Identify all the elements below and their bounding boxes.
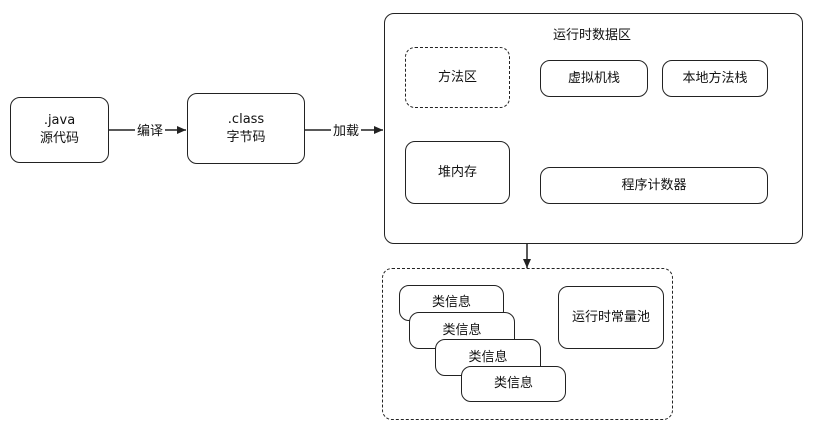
- vm-stack-label: 虚拟机栈: [567, 70, 620, 86]
- heap-node: 堆内存: [405, 141, 510, 204]
- bytecode-node: .class 字节码: [187, 93, 305, 164]
- vm-stack-node: 虚拟机栈: [540, 60, 648, 97]
- runtime-data-area-title: 运行时数据区: [553, 28, 632, 43]
- source-code-label: 源代码: [39, 131, 79, 146]
- method-area-node: 方法区: [405, 47, 510, 108]
- program-counter-node: 程序计数器: [540, 167, 768, 204]
- heap-label: 堆内存: [437, 164, 477, 180]
- class-info-card: 类信息: [461, 366, 566, 402]
- bytecode-label: 字节码: [226, 129, 266, 145]
- runtime-constant-pool-label: 运行时常量池: [571, 309, 650, 325]
- class-info-label: 类信息: [493, 376, 533, 391]
- method-area-label: 方法区: [437, 69, 477, 85]
- class-info-label: 类信息: [442, 322, 482, 338]
- class-info-label: 类信息: [468, 349, 508, 365]
- runtime-constant-pool-node: 运行时常量池: [558, 286, 664, 349]
- bytecode-ext: .class: [227, 111, 265, 127]
- compile-label: 编译: [135, 120, 166, 139]
- load-label: 加载: [331, 120, 362, 139]
- source-code-ext: .java: [43, 113, 76, 128]
- native-method-stack-label: 本地方法栈: [682, 70, 748, 86]
- program-counter-label: 程序计数器: [621, 177, 687, 193]
- class-info-label: 类信息: [431, 295, 471, 310]
- native-method-stack-node: 本地方法栈: [662, 60, 768, 97]
- source-code-node: .java 源代码: [10, 97, 109, 163]
